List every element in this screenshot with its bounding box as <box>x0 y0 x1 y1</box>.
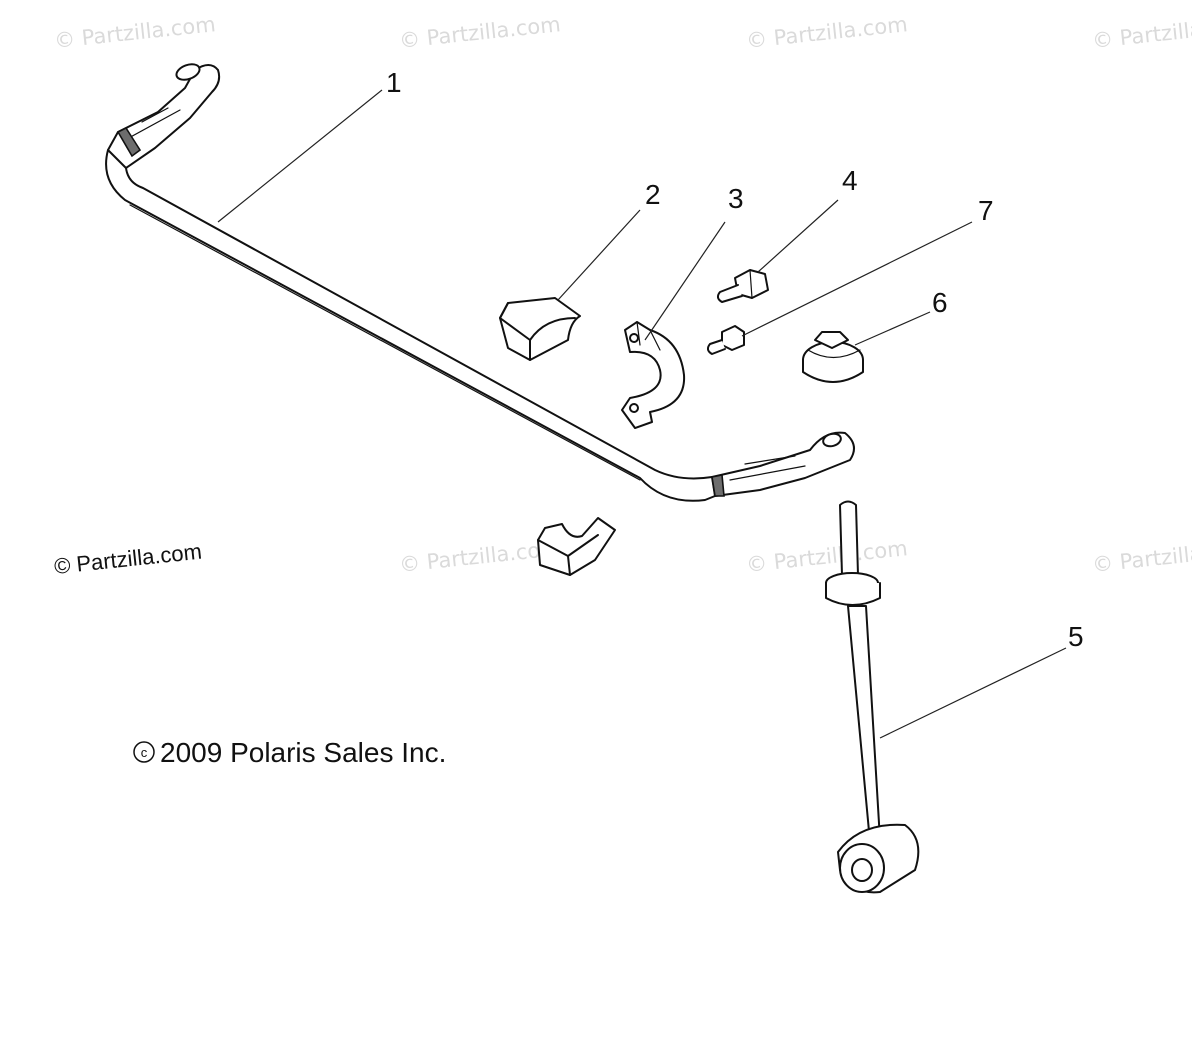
part-1-stabilizer-bar <box>105 63 855 502</box>
callout-7: 7 <box>978 195 994 226</box>
watermark: © Partzilla.com <box>1091 12 1192 53</box>
leader-3 <box>644 221 726 341</box>
watermark: © Partzilla.com <box>398 536 562 577</box>
leader-5 <box>879 647 1067 739</box>
watermarks: © Partzilla.com © Partzilla.com © Partzi… <box>53 12 1192 577</box>
leader-4 <box>757 199 839 273</box>
callout-6: 6 <box>932 287 948 318</box>
callout-4: 4 <box>842 165 858 196</box>
watermark: © Partzilla.com <box>745 536 909 577</box>
watermark: © Partzilla.com <box>1091 536 1192 577</box>
watermark: © Partzilla.com <box>398 12 562 53</box>
partzilla-copyright: © Partzilla.com <box>53 539 203 579</box>
leader-lines <box>217 89 1067 739</box>
callout-3: 3 <box>728 183 744 214</box>
polaris-copyright: c 2009 Polaris Sales Inc. <box>133 737 446 768</box>
callout-2: 2 <box>645 179 661 210</box>
leader-2 <box>557 209 641 301</box>
part-6-grommet <box>802 331 864 383</box>
watermark: © Partzilla.com <box>745 12 909 53</box>
part-2-bushing <box>499 297 581 361</box>
part-7-fitting <box>706 325 745 355</box>
callout-5: 5 <box>1068 621 1084 652</box>
callout-1: 1 <box>386 67 402 98</box>
leader-6 <box>854 311 931 346</box>
callouts: 1 2 3 4 7 6 5 <box>386 67 1084 652</box>
watermark: © Partzilla.com <box>53 12 217 53</box>
part-2-bushing-lower <box>537 517 616 576</box>
leader-7 <box>741 221 973 337</box>
part-5-end-link <box>825 500 920 894</box>
polaris-copyright-text: 2009 Polaris Sales Inc. <box>160 737 446 768</box>
leader-1 <box>217 89 383 223</box>
copyright-circle-icon <box>133 741 155 763</box>
part-3-bracket <box>621 321 686 429</box>
part-4-bolt <box>716 269 769 303</box>
copyright-symbol: c <box>141 745 148 760</box>
